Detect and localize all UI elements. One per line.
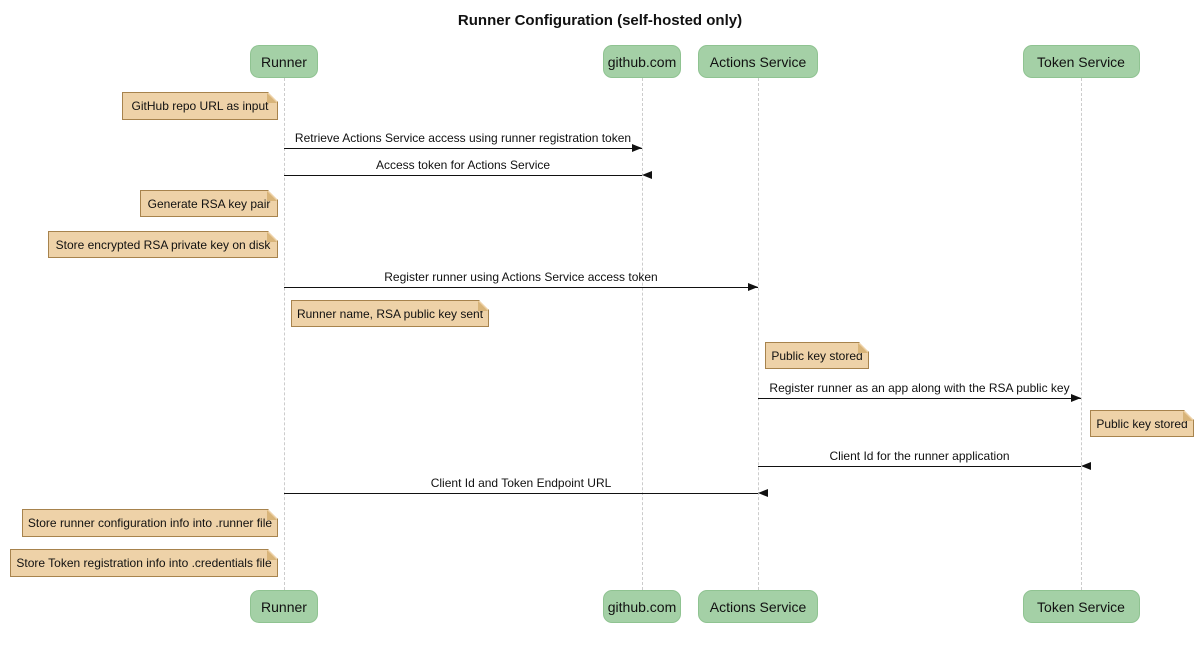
note-fold-corner: [267, 191, 277, 201]
note-store-runner-file: Store runner configuration info into .ru…: [22, 509, 278, 537]
message-label-5: Client Id for the runner application: [829, 449, 1010, 463]
note-store-private-key: Store encrypted RSA private key on disk: [48, 231, 278, 258]
note-repo-url: GitHub repo URL as input: [122, 92, 278, 120]
participant-token-bottom: Token Service: [1022, 590, 1140, 623]
lifeline-github: [642, 78, 643, 590]
note-fold-corner: [267, 93, 277, 103]
lifeline-actions: [758, 78, 759, 590]
note-fold-corner: [858, 343, 868, 353]
participant-actions-top: Actions Service: [698, 45, 818, 78]
participant-runner-top: Runner: [250, 45, 318, 78]
message-label-1: Retrieve Actions Service access using ru…: [294, 131, 632, 145]
note-fold-corner: [267, 510, 277, 520]
participant-github-bottom: github.com: [603, 590, 681, 623]
note-store-credentials: Store Token registration info into .cred…: [10, 549, 278, 577]
message-line-1: [284, 148, 642, 149]
message-label-3: Register runner using Actions Service ac…: [384, 270, 658, 284]
message-line-6: [284, 493, 758, 494]
message-arrowhead-4: [1071, 394, 1081, 402]
message-label-6: Client Id and Token Endpoint URL: [430, 476, 612, 490]
participant-token-top: Token Service: [1022, 45, 1140, 78]
message-label-4: Register runner as an app along with the…: [769, 381, 1070, 395]
message-arrowhead-2: [642, 171, 652, 179]
note-fold-corner: [478, 301, 488, 311]
message-line-3: [284, 287, 758, 288]
note-fold-corner: [267, 550, 277, 560]
participant-runner-bottom: Runner: [250, 590, 318, 623]
participant-actions-bottom: Actions Service: [698, 590, 818, 623]
lifeline-token: [1081, 78, 1082, 590]
lifeline-runner: [284, 78, 285, 590]
note-pubkey-actions: Public key stored: [765, 342, 869, 369]
note-pubkey-token: Public key stored: [1090, 410, 1194, 437]
diagram-title: Runner Configuration (self-hosted only): [457, 12, 743, 29]
message-line-4: [758, 398, 1081, 399]
message-line-5: [758, 466, 1081, 467]
message-arrowhead-1: [632, 144, 642, 152]
message-arrowhead-3: [748, 283, 758, 291]
message-line-2: [284, 175, 642, 176]
note-fold-corner: [1183, 411, 1193, 421]
note-generate-rsa: Generate RSA key pair: [140, 190, 278, 217]
message-arrowhead-5: [1081, 462, 1091, 470]
note-fold-corner: [267, 232, 277, 242]
message-arrowhead-6: [758, 489, 768, 497]
note-runner-name-sent: Runner name, RSA public key sent: [291, 300, 489, 327]
participant-github-top: github.com: [603, 45, 681, 78]
message-label-2: Access token for Actions Service: [375, 158, 551, 172]
